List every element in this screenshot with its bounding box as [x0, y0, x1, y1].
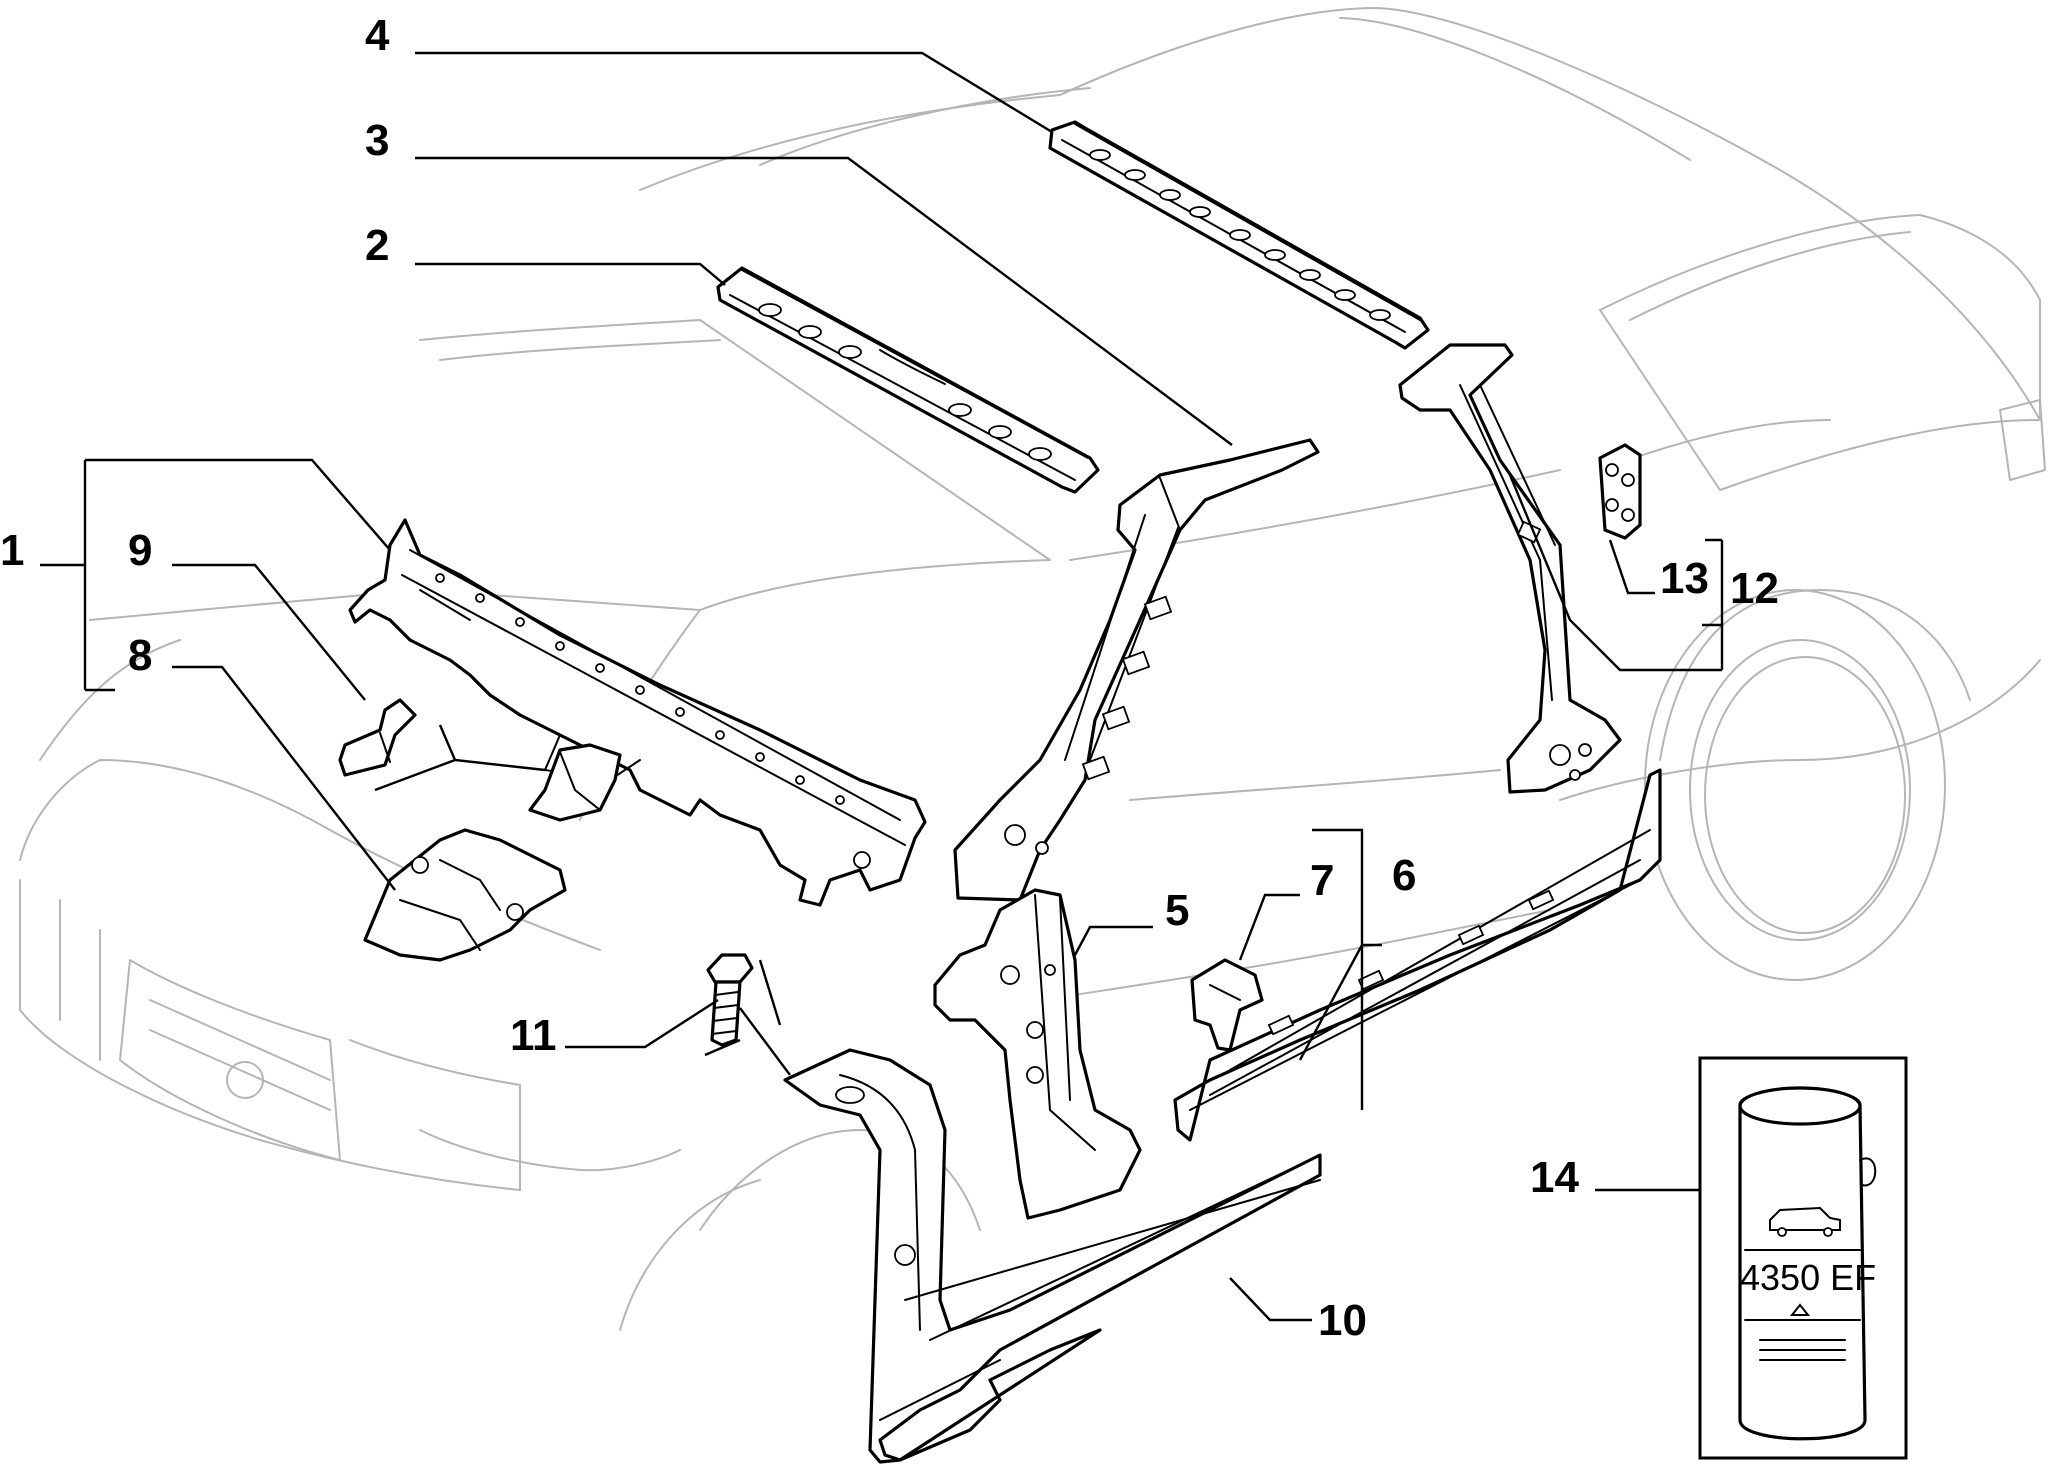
product-code-label: 4350 EF: [1740, 1257, 1876, 1298]
leader-lines: [40, 51, 1724, 1322]
roof-front-crossmember: [716, 266, 1100, 494]
callout-numbers: 4 3 2 1 9 8 5 7 6 11 10 13 12 14: [0, 11, 1779, 1345]
a-pillar-upper: [953, 438, 1320, 902]
cowl-crossmember: [348, 518, 927, 907]
a-pillar-lower: [933, 888, 1142, 1220]
callout-13: 13: [1660, 554, 1709, 603]
callout-8: 8: [128, 631, 152, 680]
callout-12: 12: [1730, 564, 1779, 613]
b-pillar: [1398, 343, 1622, 794]
b-pillar-bracket: [1598, 443, 1642, 540]
bolt: [706, 953, 754, 1047]
clip-bracket: [1190, 958, 1264, 1052]
inner-sill: [1173, 768, 1662, 1142]
cowl-support-bracket: [338, 698, 622, 822]
callout-5: 5: [1165, 886, 1189, 935]
callout-7: 7: [1310, 856, 1334, 905]
sealant-product-box: 4350 EF: [1698, 1056, 1908, 1460]
car-body-outline: [19, 6, 2046, 1331]
callout-6: 6: [1392, 851, 1416, 900]
callout-1: 1: [0, 526, 24, 575]
callout-11: 11: [510, 1011, 557, 1060]
outer-sill-and-pillar: [783, 1048, 1322, 1464]
callout-4: 4: [365, 11, 390, 60]
callout-9: 9: [128, 526, 152, 575]
reinforcement-plate: [363, 828, 567, 962]
callout-2: 2: [365, 221, 389, 270]
callout-10: 10: [1318, 1296, 1367, 1345]
roof-rear-crossmember: [1048, 120, 1430, 350]
callout-14: 14: [1530, 1153, 1579, 1202]
callout-3: 3: [365, 116, 389, 165]
